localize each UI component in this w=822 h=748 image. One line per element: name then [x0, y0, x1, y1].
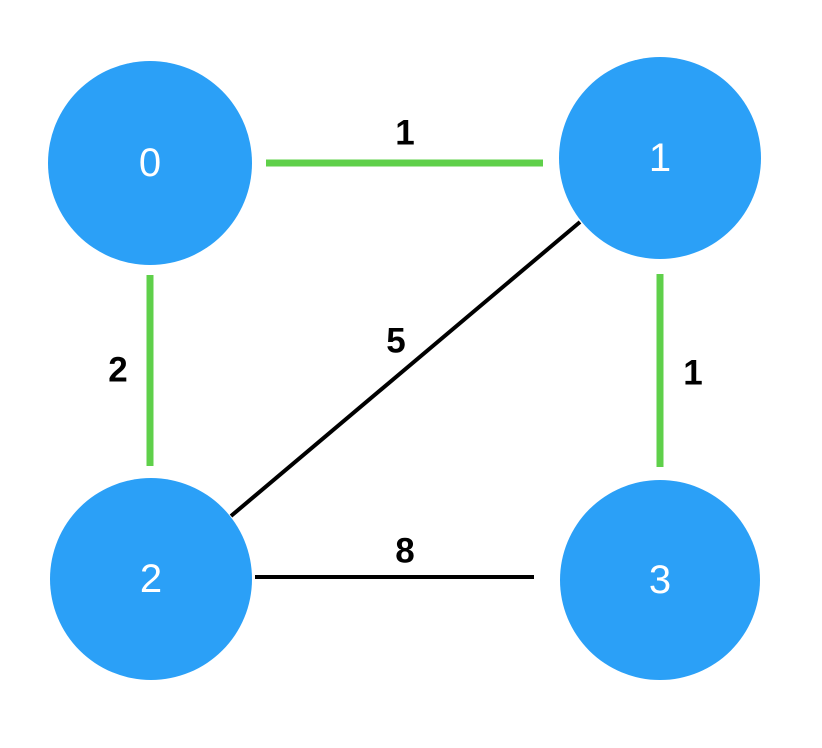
graph-node-label: 3 [648, 558, 672, 602]
edge-weight-label-1-3: 1 [683, 353, 703, 393]
edge-weight-label-0-1: 1 [395, 113, 415, 153]
graph-node-2[interactable]: 2 [50, 478, 252, 680]
graph-node-label: 2 [139, 557, 163, 601]
edge-weight-label-0-2: 2 [108, 350, 128, 390]
graph-node-1[interactable]: 1 [559, 57, 761, 259]
graph-node-0[interactable]: 0 [48, 61, 252, 265]
edge-weight-label-1-2: 5 [386, 321, 406, 361]
graph-edge-1-2[interactable] [229, 220, 582, 518]
graph-node-label: 0 [138, 141, 162, 185]
graph-node-3[interactable]: 3 [560, 480, 760, 680]
edge-weight-label-2-3: 8 [395, 531, 415, 571]
graph-node-label: 1 [648, 136, 672, 180]
